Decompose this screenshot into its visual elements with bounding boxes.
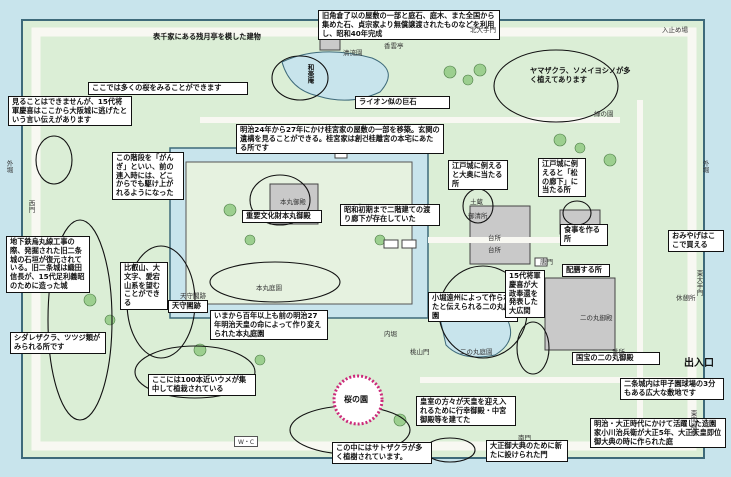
note-watari-rouka: 昭和初期まで二階建ての渡り廊下が存在していた [340, 204, 440, 226]
note-haizen: 配膳する所 [562, 264, 610, 277]
label-west-gate: 西門 [27, 200, 35, 213]
label-momoyama-gate: 桃山門 [410, 348, 430, 356]
label-north-gate: 北大手門 [470, 26, 496, 34]
note-zangetsu: 表千家にある残月亭を模した建物 [153, 32, 261, 41]
label-waraku-an: 和楽庵 [306, 64, 314, 84]
note-new-gate: 大正御大典のために新たに設けられた門 [486, 440, 568, 462]
note-ogawa-jihei: 明治・大正時代にかけて活躍した造園家小川治兵衛が大正5年、大正天皇即位御大典の時… [590, 418, 726, 449]
note-imperial-visit: 皇室の方々が天皇を迎え入れるために行幸御殿・中宮御殿等を建てた [416, 396, 516, 427]
note-meal-house: 食事を作る所 [560, 224, 608, 246]
label-koun-tei: 香雲亭 [384, 42, 404, 50]
label-sakura-garden: 桜の園 [344, 395, 368, 404]
note-lion-rock: ライオン似の巨石 [355, 96, 450, 109]
label-east-gate: 東大手門 [695, 270, 703, 296]
label-guardhouse: 番所 [612, 348, 625, 356]
note-ninomaru-palace: 国宝の二の丸御殿 [572, 352, 660, 365]
note-matsu-corridor: 江戸城に例えると「松の廊下」に当たる所 [538, 158, 586, 198]
label-south-gate: 南門 [518, 434, 531, 442]
label-kitchen-note: 台所 [488, 234, 501, 242]
ninomaru-palace-building [544, 277, 616, 351]
label-honmaru-garden: 本丸庭園 [256, 284, 282, 292]
honmaru-island [185, 161, 413, 305]
label-midori-no-en: 緑の園 [594, 110, 614, 118]
sakura-garden-circle [332, 374, 384, 426]
label-rest-area: 休憩所 [676, 294, 696, 302]
label-tenshu-ruins: 天守閣跡 [180, 292, 206, 300]
note-sakura-view: ここでは多くの桜をみることができます [88, 82, 248, 95]
note-gangi: この階段を「がんぎ」といい、前の連入時には、どこからでも駆け上がれるようになった [112, 152, 184, 200]
label-storehouse: 土蔵 [470, 198, 483, 206]
note-honmaru-garden: いまから百年以上も前の明治27年明治天皇の命によって作り変えられた本丸庭園 [210, 310, 328, 341]
label-outer-moat-west: 外堀 [5, 160, 13, 173]
label-inner-moat: 内堀 [384, 330, 397, 338]
note-souvenir: おみやげはここで買える [668, 230, 724, 252]
label-entrance: 出入口 [684, 358, 714, 369]
note-ooku: 江戸城に例えると大奥に当たる所 [448, 160, 508, 191]
note-satozakura: この中にはサトザクラが多く植樹されています。 [332, 442, 432, 464]
label-outer-moat-east: 外堀 [701, 160, 709, 173]
label-ninomaru-palace: 二の丸御殿 [580, 314, 613, 322]
note-katsuranomiya: 明治24年から27年にかけ桂宮家の屋敷の一部を移築。玄関の遺構を見ることができる… [236, 124, 444, 155]
note-yoshinobu-escape: 見ることはできませんが、15代将軍慶喜はここから大阪城に逃げたという言い伝えがあ… [8, 96, 132, 127]
label-dock: 入止め場 [662, 26, 688, 34]
label-honmaru-palace: 本丸御殿 [280, 198, 306, 206]
label-okiyodokoro: 御清所 [468, 212, 488, 220]
label-kitchen: 台所 [488, 246, 501, 254]
label-southeast-turret: 東南隅櫓 [689, 410, 697, 436]
label-kara-mon: 唐門 [540, 258, 553, 266]
note-ume-trees: ここには100本近いウメが集中して植栽されている [148, 374, 256, 396]
label-seiryuen: 清流園 [343, 49, 363, 57]
note-yamazakura: ヤマザクラ、ソメイヨシノが多く植えてあります [530, 66, 631, 84]
note-seiryuen-history: 旧角倉了以の屋敷の一部と庭石、庭木、また全国から集めた石、貞宗家より無償譲渡され… [318, 10, 500, 41]
note-mountain-view: 比叡山、大文字、愛宕山系を望むことができる [120, 262, 168, 310]
note-old-castle-stones: 地下鉄烏丸線工事の際、発掘された旧二条城の石垣が復元されている。旧二条城は織田信… [6, 236, 90, 293]
map-scale: W・C [234, 436, 259, 447]
note-honmaru-palace: 重要文化財本丸御殿 [242, 210, 322, 223]
note-shidarezakura: シダレザクラ、ツツジ類がみられる所です [10, 332, 106, 354]
note-tenshu-ruins: 天守閣跡 [168, 300, 208, 313]
label-ninomaru-garden: 二の丸庭園 [460, 348, 493, 356]
tree-clusters [83, 63, 617, 427]
note-taisei-houkan: 15代将軍慶喜が大政奉還を発表した大広間 [505, 270, 545, 318]
note-vast-grounds: 二条城内は甲子園球場の3分もある広大な敷地です [620, 378, 724, 400]
kitchen-building [469, 205, 531, 265]
seiryuen-pond [281, 51, 389, 101]
